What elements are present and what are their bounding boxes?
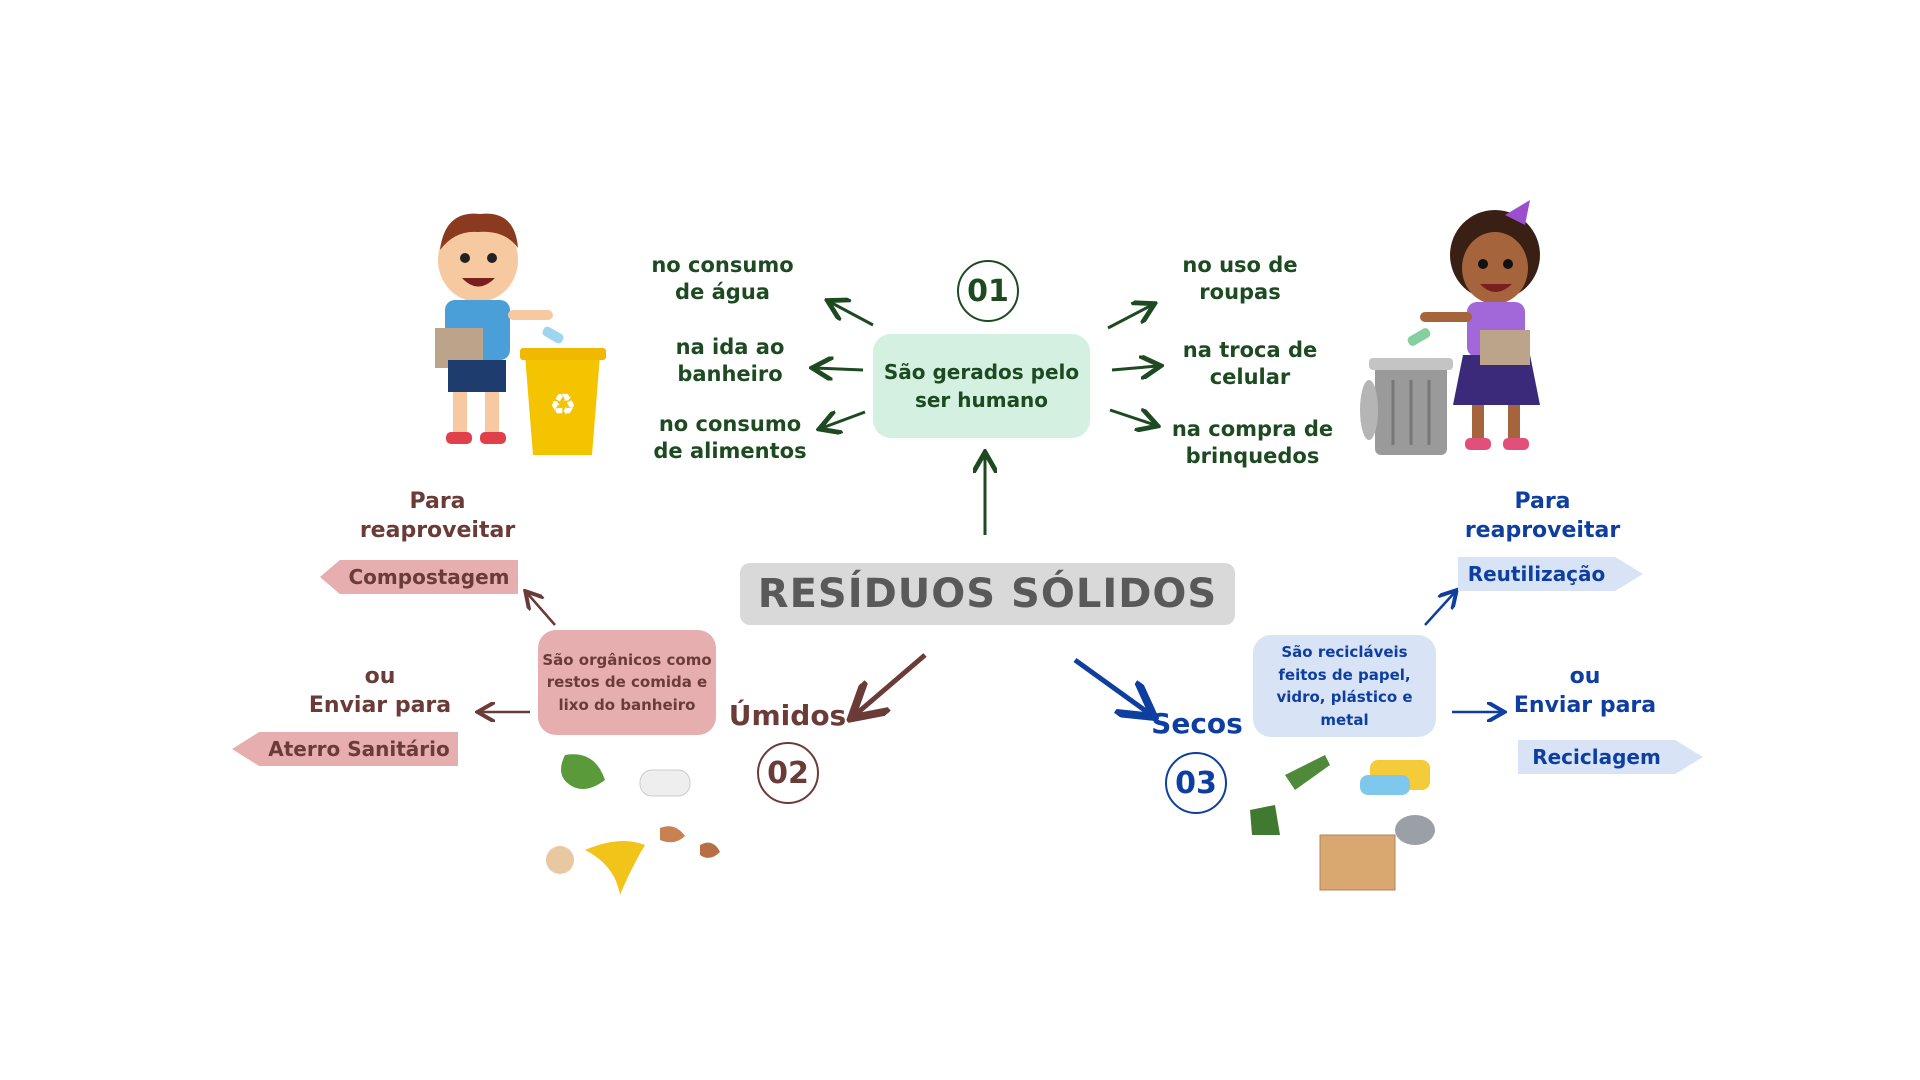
boy-recycling-icon: ♻ xyxy=(435,213,606,455)
reutilizacao-tag: Reutilização xyxy=(1458,557,1643,591)
right-item-3: na compra de brinquedos xyxy=(1171,417,1334,469)
section-3-or-label: ou Enviar para xyxy=(1513,664,1657,718)
reciclagem-tag: Reciclagem xyxy=(1518,740,1703,774)
section-3-number: 03 xyxy=(1165,752,1227,814)
green-arrows xyxy=(815,302,1158,535)
left-item-1: no consumo de água xyxy=(651,253,794,305)
right-item-2: na troca de celular xyxy=(1182,338,1318,390)
compostagem-tag: Compostagem xyxy=(320,560,518,594)
section-2-or-label: ou Enviar para xyxy=(308,664,452,718)
left-item-2: na ida ao banheiro xyxy=(675,335,785,387)
aterro-sanitario-tag: Aterro Sanitário xyxy=(232,732,458,766)
girl-recycling-icon xyxy=(1360,200,1540,455)
section-2-number: 02 xyxy=(757,742,819,804)
left-item-3: no consumo de alimentos xyxy=(653,412,807,464)
organic-waste-icon xyxy=(546,754,720,895)
section-2-box: São orgânicos como restos de comida e li… xyxy=(538,630,716,735)
blue-arrows xyxy=(1073,592,1502,714)
section-3-box: São recicláveis feitos de papel, vidro, … xyxy=(1253,635,1436,737)
section-3-reuse-label: Para reaproveitar xyxy=(1464,489,1621,543)
svg-text:♻: ♻ xyxy=(550,388,577,423)
section-2-reuse-label: Para reaproveitar xyxy=(359,489,516,543)
brown-arrows xyxy=(480,593,927,715)
section-1-number: 01 xyxy=(957,260,1019,322)
page-title: RESÍDUOS SÓLIDOS xyxy=(740,563,1235,625)
right-item-1: no uso de roupas xyxy=(1182,253,1298,305)
section-1-center-box: São gerados pelo ser humano xyxy=(873,334,1090,438)
section-2-label: Úmidos xyxy=(728,699,847,732)
section-3-label: Secos xyxy=(1151,707,1243,740)
dry-waste-icon xyxy=(1250,755,1435,891)
